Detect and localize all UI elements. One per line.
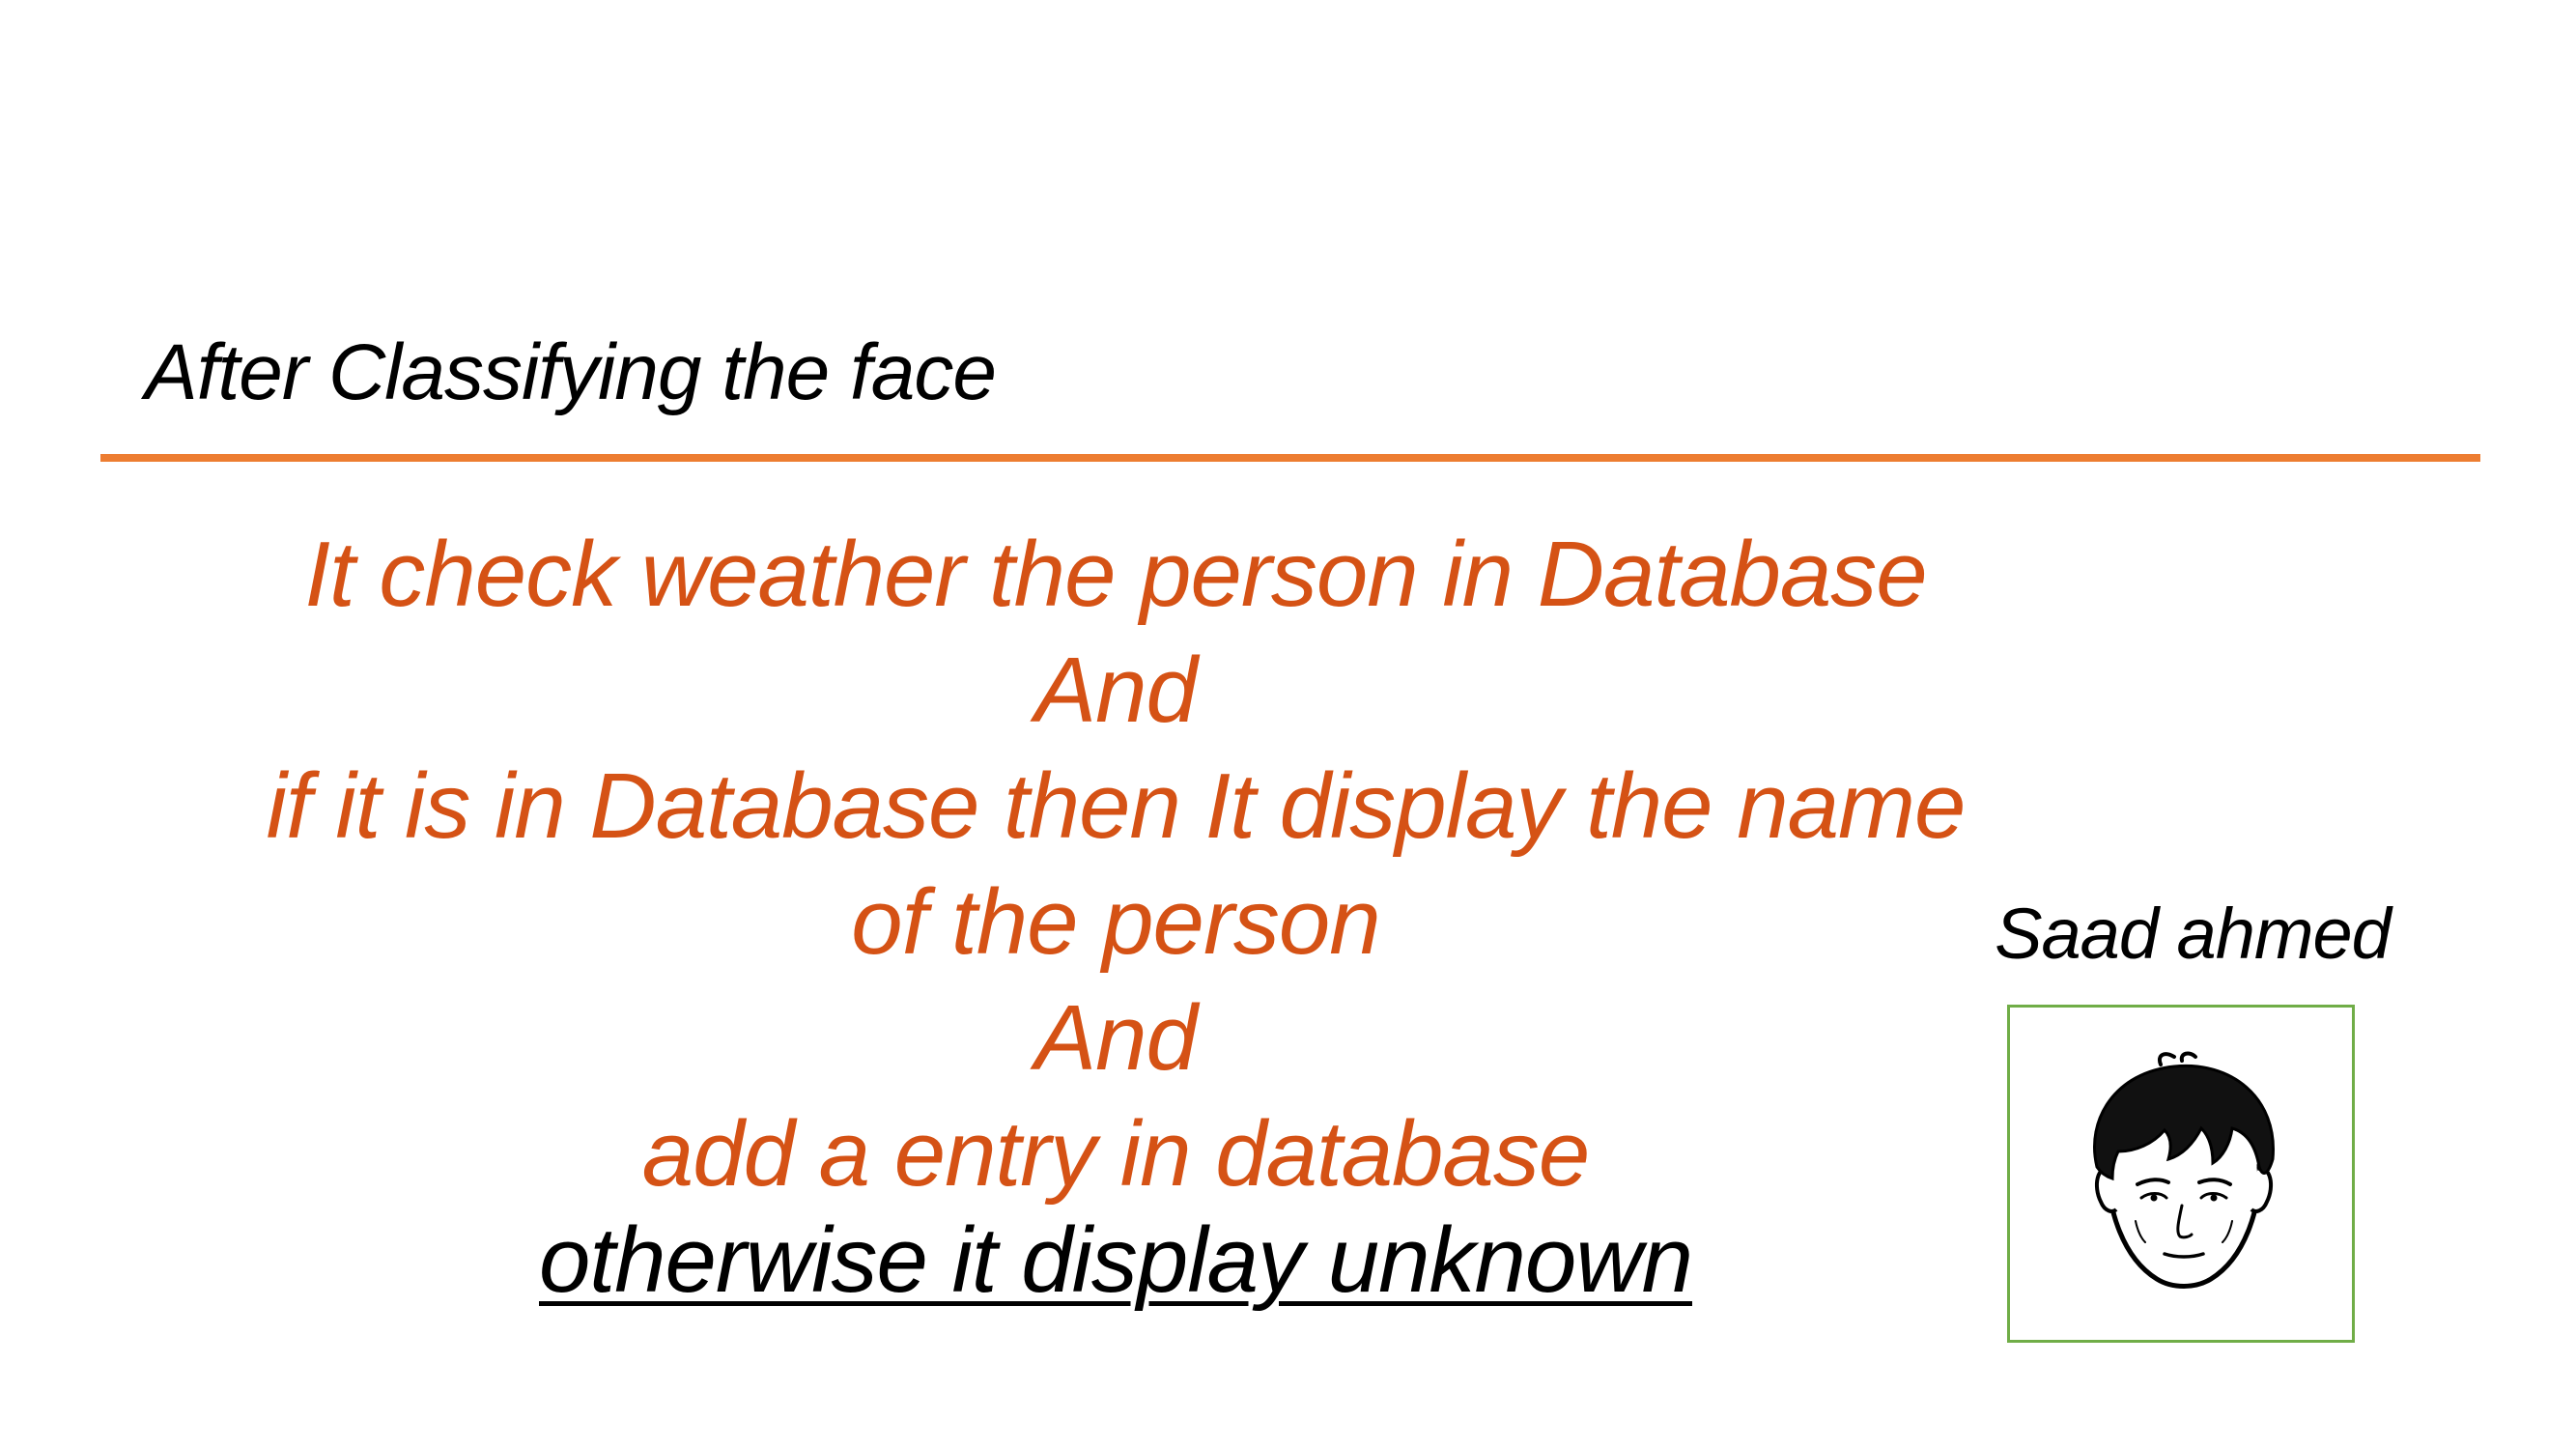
- body-line-of-the-person: of the person: [851, 870, 1380, 974]
- body-line-if-in-database: if it is in Database then It display the…: [266, 754, 1967, 858]
- slide-title: After Classifying the face: [145, 328, 997, 416]
- body-line-and-2: And: [1034, 986, 1198, 1090]
- face-sketch-icon: [2093, 1051, 2275, 1289]
- body-line-add-entry: add a entry in database: [641, 1102, 1590, 1206]
- body-line-otherwise: otherwise it display unknown: [203, 1212, 2028, 1309]
- body-line-and-1: And: [1034, 639, 1198, 742]
- body-text: It check weather the person in Database …: [203, 517, 2028, 1309]
- title-divider: [100, 454, 2480, 462]
- body-line-check: It check weather the person in Database: [304, 523, 1927, 626]
- recognized-person-name: Saad ahmed: [1995, 894, 2392, 974]
- body-line-otherwise-text: otherwise it display unknown: [539, 1208, 1693, 1312]
- person-photo-frame: [2007, 1005, 2355, 1343]
